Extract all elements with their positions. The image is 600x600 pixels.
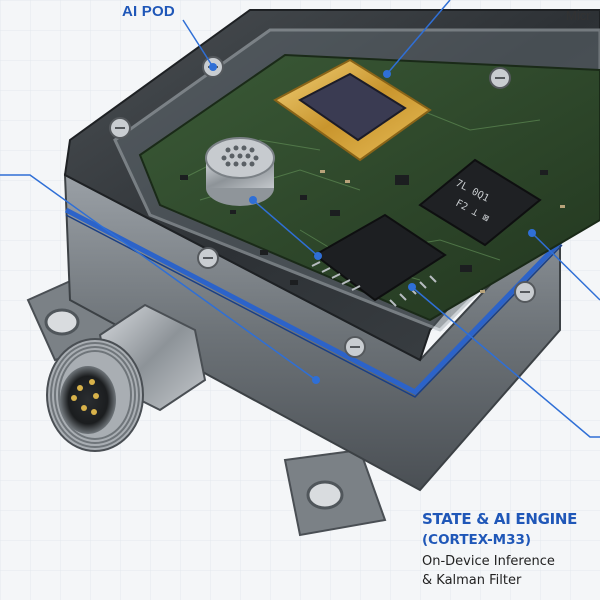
blue-gasket	[64, 207, 564, 396]
sensor-chip-icon	[273, 58, 432, 162]
engine-desc-line-1: On-Device Inference	[422, 554, 555, 569]
engine-description: On-Device Inference & Kalman Filter	[422, 552, 600, 590]
top-right-label-fragment: Micr	[566, 8, 591, 23]
callout-lines	[0, 0, 600, 438]
callout-dots	[209, 63, 536, 384]
imu-chip-icon: 7L 0Q1 F2 ⊥ ⊠	[418, 158, 542, 247]
engine-callout: STATE & AI ENGINE (CORTEX-M33) On-Device…	[422, 510, 600, 590]
engine-title: STATE & AI ENGINE	[422, 510, 578, 528]
connector-icon	[46, 303, 207, 452]
ai-pod-label: AI POD	[122, 3, 175, 20]
pcb-board	[138, 53, 600, 322]
engine-desc-line-2: & Kalman Filter	[422, 573, 522, 588]
microphone-icon	[205, 137, 275, 206]
engine-subtitle: (CORTEX-M33)	[422, 532, 532, 548]
